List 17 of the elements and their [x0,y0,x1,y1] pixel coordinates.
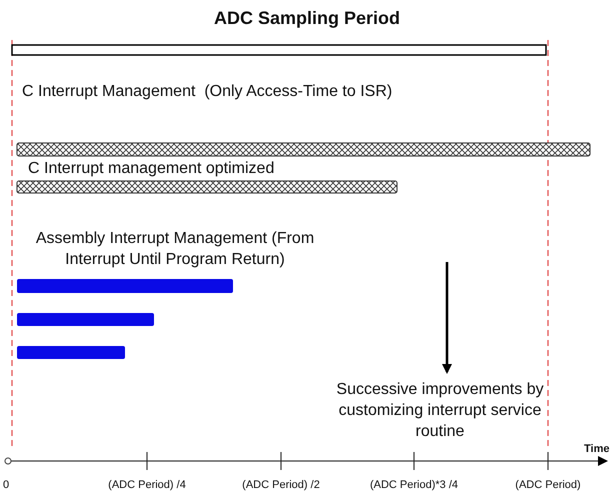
period-bar [11,44,547,56]
tick-label: (ADC Period) [514,479,582,491]
tick-label: (ADC Period) /2 [241,479,321,491]
duration-bar [17,313,154,326]
bar-label: C Interrupt management optimized [28,160,274,178]
duration-bar [17,346,125,359]
hatched-bar [16,180,398,194]
tick-label: (ADC Period) /4 [107,479,187,491]
annotation-text: Successive improvements by customizing interrupt service routine [335,380,545,442]
tick-label: (ADC Period)*3 /4 [368,479,460,491]
hatched-bar [16,142,590,156]
axis-title: Time [584,443,610,455]
duration-bar [17,279,233,293]
chart-title: ADC Sampling Period [212,8,402,29]
bar-label: C Interrupt Management (Only Access-Time to ISR) [22,83,392,101]
tick-label: 0 [3,479,10,491]
bar-label: Assembly Interrupt Management (From Interrupt Until Program Return) [34,229,316,270]
